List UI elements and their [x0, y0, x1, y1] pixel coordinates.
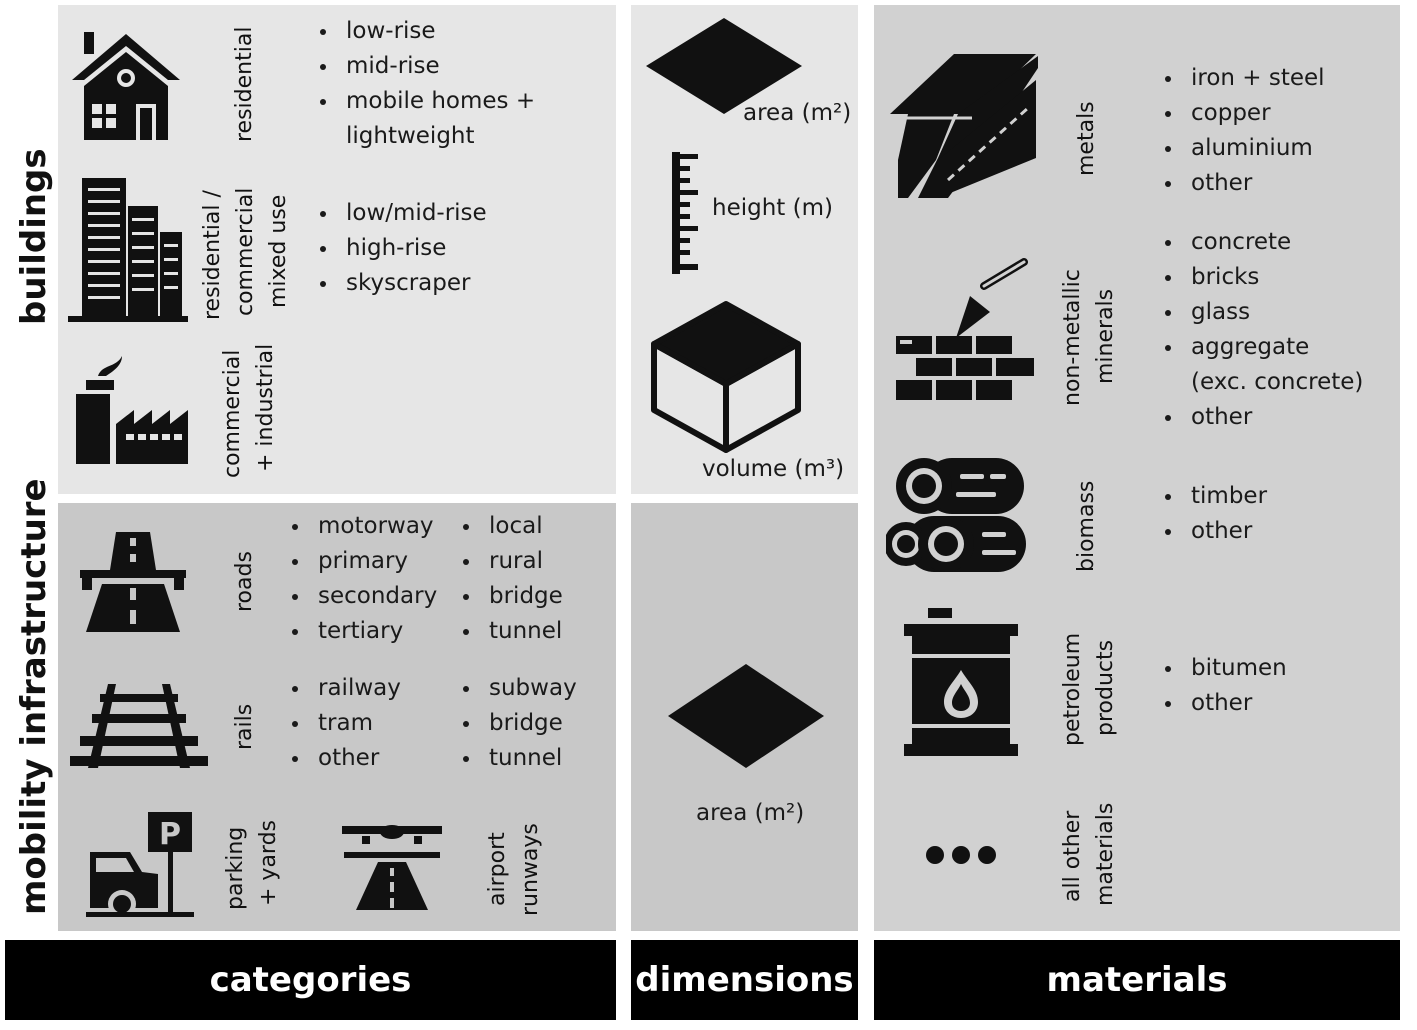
residential-label: residential	[232, 26, 257, 142]
mixed-use-label-line1: residential /	[200, 190, 225, 320]
other-materials-label-line2: materials	[1093, 802, 1118, 906]
list-item: aggregate	[1161, 330, 1363, 365]
list-item-continuation: lightweight	[346, 123, 475, 149]
list-item: glass	[1161, 295, 1363, 330]
factory-icon	[76, 356, 188, 464]
mobility-section-title: mobility infrastructure	[14, 478, 54, 915]
list-item: local	[459, 509, 563, 544]
list-item: tertiary	[288, 614, 437, 649]
list-item: motorway	[288, 509, 437, 544]
list-item: tunnel	[459, 741, 577, 776]
residential-list: low-rise mid-rise mobile homes + lightwe…	[316, 14, 535, 154]
bricks-trowel-icon	[896, 258, 1034, 400]
mixed-use-label-line2: commercial	[233, 187, 258, 316]
industrial-label-line2: + industrial	[253, 343, 278, 472]
list-item: tram	[288, 706, 401, 741]
petroleum-label-line2: products	[1093, 639, 1118, 736]
list-item: bridge	[459, 706, 577, 741]
area-diamond-icon	[646, 18, 802, 114]
list-item: other	[1161, 166, 1325, 201]
list-item: other	[1161, 514, 1267, 549]
list-item: timber	[1161, 479, 1267, 514]
list-item: iron + steel	[1161, 61, 1325, 96]
ruler-icon	[672, 152, 698, 274]
rails-list-secondary: subway bridge tunnel	[459, 671, 577, 776]
roads-label: roads	[232, 551, 257, 612]
petroleum-list: bitumen other	[1161, 651, 1287, 721]
house-icon	[72, 32, 180, 140]
list-item: aluminium	[1161, 131, 1325, 166]
rails-list-primary: railway tram other	[288, 671, 401, 776]
area-diamond-icon	[668, 664, 824, 768]
industrial-label-line1: commercial	[220, 349, 245, 478]
list-item: bricks	[1161, 260, 1363, 295]
buildings-section-title: buildings	[14, 148, 54, 325]
list-item: tunnel	[459, 614, 563, 649]
list-item: other	[288, 741, 401, 776]
railway-track-icon	[70, 684, 208, 768]
airport-label-line2: runways	[518, 823, 543, 916]
minerals-label-line1: non-metallic	[1060, 269, 1085, 406]
airport-label-line1: airport	[485, 832, 510, 906]
list-item: high-rise	[316, 231, 487, 266]
materials-footer: materials	[874, 940, 1400, 1020]
ellipsis-icon	[926, 846, 996, 864]
area-label: area (m²)	[743, 100, 852, 126]
list-item: subway	[459, 671, 577, 706]
list-item: (exc. concrete)	[1161, 365, 1363, 400]
list-item: secondary	[288, 579, 437, 614]
roads-list-secondary: local rural bridge tunnel	[459, 509, 563, 649]
list-item: low/mid-rise	[316, 196, 487, 231]
parking-label-line2: + yards	[256, 819, 281, 906]
volume-cube-icon	[651, 301, 801, 453]
metals-list: iron + steel copper aluminium other	[1161, 61, 1325, 201]
steel-beam-icon	[890, 54, 1038, 198]
parking-icon: P	[86, 812, 194, 918]
petroleum-label-line1: petroleum	[1060, 632, 1085, 746]
roads-list-primary: motorway primary secondary tertiary	[288, 509, 437, 649]
apartment-building-icon	[68, 178, 188, 322]
biomass-list: timber other	[1161, 479, 1267, 549]
list-item: bridge	[459, 579, 563, 614]
mobility-area-label: area (m²)	[696, 800, 805, 826]
biomass-label: biomass	[1074, 480, 1099, 572]
list-item: low-rise	[316, 14, 535, 49]
mixed-use-list: low/mid-rise high-rise skyscraper	[316, 196, 487, 301]
dimensions-footer: dimensions	[631, 940, 858, 1020]
rails-label: rails	[232, 703, 257, 750]
list-item-continuation: (exc. concrete)	[1191, 369, 1364, 395]
list-item: lightweight	[316, 119, 535, 154]
list-item: skyscraper	[316, 266, 487, 301]
mixed-use-label-line3: mixed use	[266, 194, 291, 308]
list-item: other	[1161, 686, 1287, 721]
list-item: other	[1161, 400, 1363, 435]
minerals-list: concrete bricks glass aggregate (exc. co…	[1161, 225, 1363, 435]
road-icon	[80, 532, 186, 632]
list-item: concrete	[1161, 225, 1363, 260]
svg-text:P: P	[159, 817, 181, 852]
list-item: bitumen	[1161, 651, 1287, 686]
airport-runway-icon	[342, 825, 442, 910]
categories-footer: categories	[5, 940, 616, 1020]
parking-label-line1: parking	[223, 826, 248, 910]
list-item: copper	[1161, 96, 1325, 131]
timber-logs-icon	[886, 458, 1026, 572]
volume-label: volume (m³)	[702, 456, 845, 482]
other-materials-label-line1: all other	[1060, 810, 1085, 902]
minerals-label-line2: minerals	[1093, 288, 1118, 384]
list-item: primary	[288, 544, 437, 579]
height-label: height (m)	[712, 195, 833, 221]
metals-label: metals	[1074, 101, 1099, 176]
list-item: rural	[459, 544, 563, 579]
list-item: mid-rise	[316, 49, 535, 84]
list-item: railway	[288, 671, 401, 706]
list-item: mobile homes +	[316, 84, 535, 119]
oil-barrel-icon	[904, 608, 1018, 756]
